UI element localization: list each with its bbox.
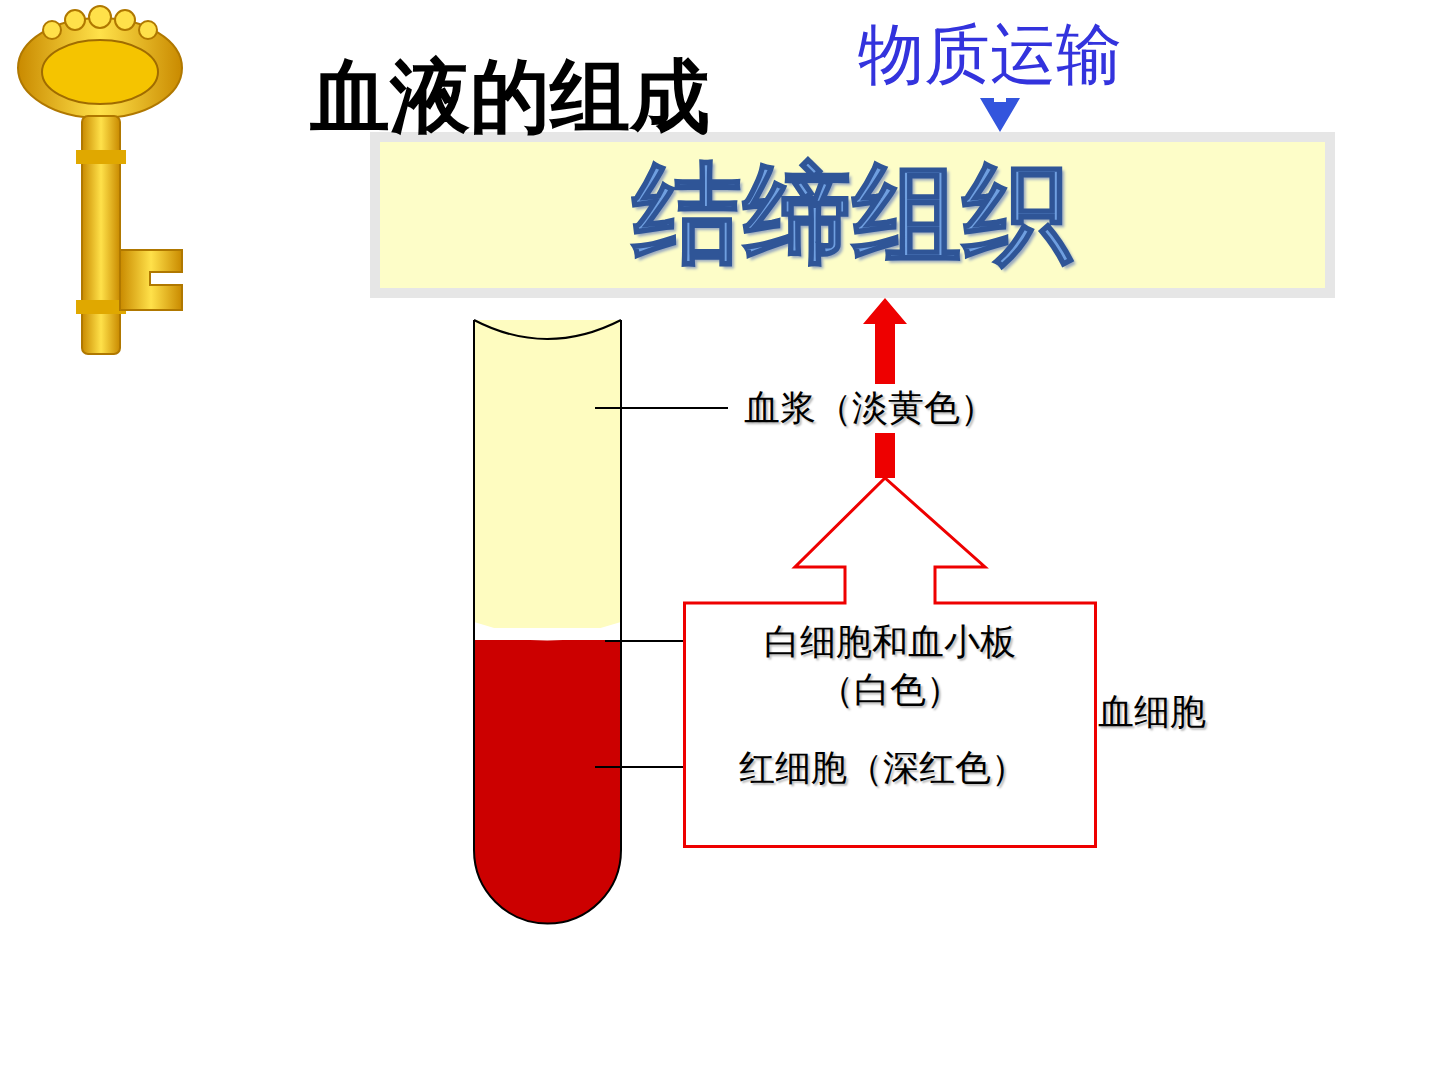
node-text: 红细胞（深红色） [739,744,1059,793]
part-label: 血浆（淡黄色） [740,384,1000,433]
blood-cell-callout: 白细胞和血小板 （白色） 红细胞（深红色） [683,478,1097,848]
leader-line [595,407,728,409]
node-text: 结缔组织 [633,142,1073,288]
node-text: 白细胞和血小板 （白色） [740,618,1040,714]
part-label: 血细胞 [1098,688,1206,737]
arrow-shape [980,98,1020,132]
outline-path [685,478,1096,847]
arrow-outline [683,478,1097,848]
test-tube [474,320,621,924]
topic-label: 物质运输 [852,8,1128,102]
title: 血液的组成 [310,44,710,152]
node-text: 物质运输 [858,10,1122,100]
tissue-box: 结缔组织 [370,132,1335,298]
connector-arrow [980,98,1020,132]
key-icon [18,6,182,354]
